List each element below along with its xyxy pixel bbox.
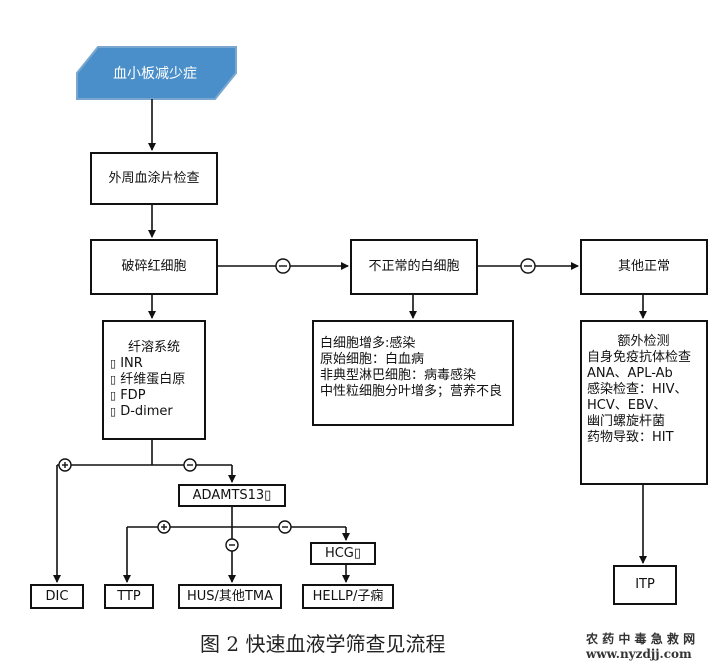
fibrinolysis-title: 纤溶系统 [127,340,180,355]
hcg-label: HCG▯ [324,545,362,561]
dic-box: DIC [30,584,84,609]
extra-tests-item: 自身免疫抗体检查 [587,350,692,365]
adamts13-label: ADAMTS13▯ [192,487,272,503]
watermark-title: 农 药 中 毒 急 救 网 [586,632,696,646]
fibrinolysis-box: 纤溶系统 ▯ INR ▯ 纤维蛋白原 ▯ FDP ▯ D-dimer [102,320,206,440]
abnormal-wbc-box: 不正常的白细胞 [350,239,478,295]
wbc-cause-item: 非典型淋巴细胞：病毒感染 [320,368,477,383]
smear-box: 外周血涂片检查 [90,152,218,205]
extra-tests-item: ANA、APL-Ab [587,366,673,381]
extra-tests-item: 感染检查：HIV、 [587,382,688,397]
ttp-box: TTP [104,584,154,609]
watermark: 农 药 中 毒 急 救 网 www.nyzdjj.com [586,632,726,662]
hus-box: HUS/其他TMA [178,584,282,609]
hcg-box: HCG▯ [310,542,376,565]
schistocytes-box: 破碎红细胞 [90,239,218,295]
hellp-label: HELLP/子痫 [312,588,384,604]
ttp-label: TTP [117,588,141,604]
wbc-causes-box: 白细胞增多:感染 原始细胞：白血病 非典型淋巴细胞：病毒感染 中性粒细胞分叶增多… [312,320,514,426]
hus-label: HUS/其他TMA [187,588,273,604]
other-normal-label: 其他正常 [617,259,670,274]
extra-tests-box: 额外检测 自身免疫抗体检查 ANA、APL-Ab 感染检查：HIV、 HCV、E… [580,320,708,485]
extra-tests-title: 额外检测 [617,334,670,349]
extra-tests-item: 药物导致：HIT [587,430,674,445]
extra-tests-item: 幽门螺旋杆菌 [587,414,666,429]
itp-box: ITP [613,565,677,605]
other-normal-box: 其他正常 [580,239,708,295]
fibrinolysis-item: ▯ 纤维蛋白原 [110,372,186,387]
fibrinolysis-item: ▯ FDP [110,388,146,403]
start-diamond [76,46,237,100]
figure-caption: 图 2 快速血液学筛查见流程 [200,632,446,656]
fibrinolysis-item: ▯ D-dimer [110,404,173,419]
hellp-box: HELLP/子痫 [302,584,394,609]
start-label: 血小板减少症 [113,66,197,82]
wbc-cause-item: 原始细胞：白血病 [320,352,425,367]
watermark-url: www.nyzdjj.com [586,647,692,661]
fibrinolysis-item: ▯ INR [110,356,143,371]
adamts13-box: ADAMTS13▯ [178,484,286,507]
wbc-cause-item: 中性粒细胞分叶增多；营养不良 [320,384,503,399]
abnormal-wbc-label: 不正常的白细胞 [368,259,460,274]
smear-label: 外周血涂片检查 [108,170,200,186]
schistocytes-label: 破碎红细胞 [121,259,187,274]
itp-label: ITP [635,577,655,592]
extra-tests-item: HCV、EBV、 [587,398,667,413]
dic-label: DIC [45,588,69,604]
wbc-cause-item: 白细胞增多:感染 [320,336,416,351]
